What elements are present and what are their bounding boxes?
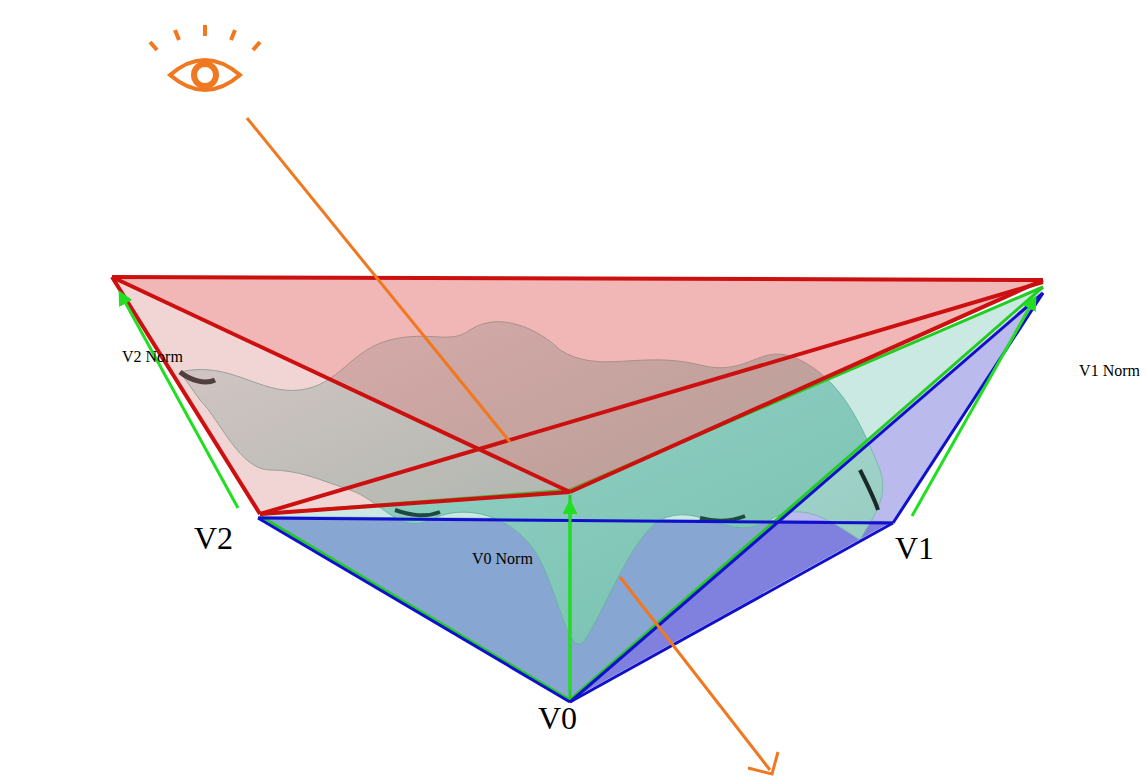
normal-label: V2 Norm	[122, 349, 183, 365]
vertex-label: V1	[895, 532, 934, 564]
red-edges	[112, 277, 1043, 514]
vertex-label: V0	[538, 702, 577, 734]
vertex-normals	[120, 293, 1035, 690]
normal-label: V1 Norm	[1079, 363, 1140, 379]
view-ray	[247, 118, 778, 774]
normal-label: V0 Norm	[472, 551, 533, 567]
vertex-label: V2	[194, 522, 233, 554]
eye-icon	[150, 25, 260, 90]
